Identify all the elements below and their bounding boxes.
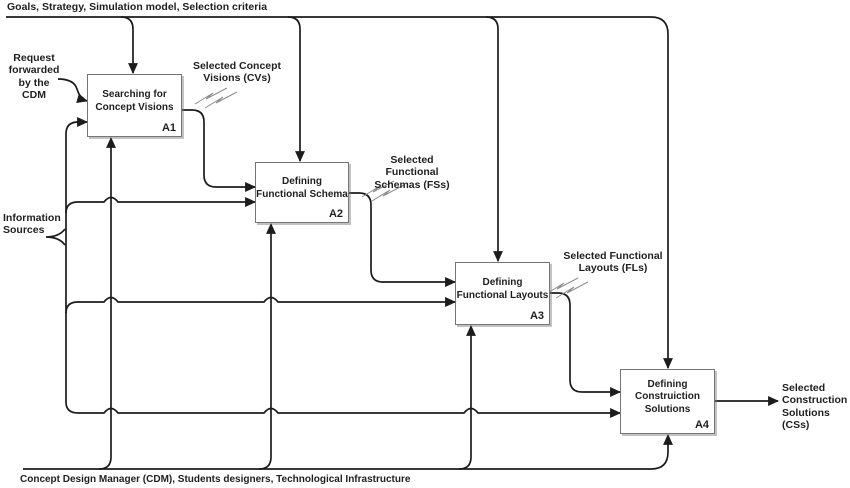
mechanism-riser-a2 <box>258 222 276 470</box>
bottom-context-label: Concept Design Manager (CDM), Students d… <box>20 474 411 485</box>
control-arrows <box>6 16 673 370</box>
activity-box-a3-label: Defining Functional Layouts <box>456 277 549 301</box>
activity-box-a4-label: Defining Construiction Solutions <box>635 378 700 415</box>
top-context-label: Goals, Strategy, Simulation model, Selec… <box>7 1 268 13</box>
info-branch-to-a3 <box>65 296 457 314</box>
control-line-top <box>6 16 673 370</box>
activity-box-a4: Defining Construiction Solutions A4 <box>620 369 715 434</box>
activity-box-a1: Searching for Concept Visions A1 <box>87 74 182 137</box>
squiggle-marks <box>194 87 589 299</box>
information-sources-label: Information Sources <box>3 212 61 237</box>
control-drop-a2 <box>287 16 305 163</box>
output-a3-to-a4 <box>550 292 622 397</box>
info-branch-to-a2 <box>65 196 257 214</box>
output-css-label: Selected Construction Solutions (CSs) <box>782 382 848 432</box>
squiggle-cvs-icon <box>194 87 238 109</box>
control-drop-a1 <box>120 16 138 75</box>
activity-box-a2-label: Defining Functional Schema <box>256 176 348 200</box>
activity-box-a1-label: Searching for Concept Visions <box>95 89 174 113</box>
mechanism-line-bottom <box>23 433 673 470</box>
mechanism-arrows <box>23 136 673 470</box>
mechanism-riser-a1 <box>98 136 116 470</box>
request-arrow <box>57 78 89 104</box>
information-arrows <box>45 117 622 418</box>
info-label-fork <box>45 228 66 246</box>
info-branch-to-a4 <box>65 401 622 418</box>
output-a2-to-a3 <box>349 192 457 287</box>
output-fss-label: Selected Functional Schemas (FSs) <box>374 154 450 191</box>
activity-box-a4-code: A4 <box>694 419 709 431</box>
output-a1-to-a2 <box>182 109 257 192</box>
mechanism-riser-a3 <box>458 324 476 470</box>
output-cvs-label: Selected Concept Visions (CVs) <box>192 60 282 85</box>
squiggle-fss-icon <box>361 180 405 202</box>
activity-box-a3-code: A3 <box>529 310 544 322</box>
input-output-arrows <box>57 78 780 406</box>
activity-box-a2-code: A2 <box>328 208 343 220</box>
activity-box-a2: Defining Functional Schema A2 <box>255 162 349 223</box>
control-drop-a3 <box>485 16 503 263</box>
activity-box-a3: Defining Functional Layouts A3 <box>455 262 550 325</box>
output-fls-label: Selected Functional Layouts (FLs) <box>563 250 663 275</box>
activity-box-a1-code: A1 <box>161 122 176 134</box>
info-spine-to-a1 <box>65 117 89 402</box>
squiggle-fls-icon <box>545 277 589 299</box>
request-input-label: Request forwarded by the CDM <box>8 52 60 102</box>
